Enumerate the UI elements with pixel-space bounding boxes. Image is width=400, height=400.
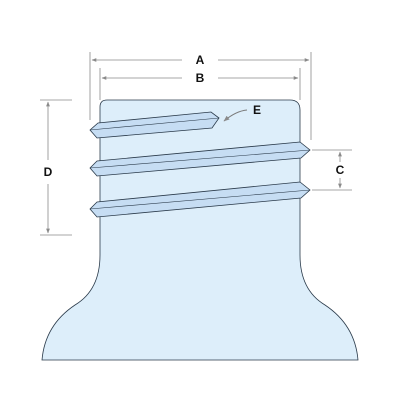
thread-top-lug-ridge — [89, 117, 220, 131]
label-a: A — [196, 53, 205, 67]
label-e: E — [253, 103, 261, 117]
thread-bottom-ridge — [89, 189, 311, 210]
callout-e: E — [223, 103, 261, 122]
label-d: D — [44, 165, 53, 179]
dimension-d: D — [40, 99, 72, 236]
dimension-a: A — [89, 52, 312, 140]
label-c: C — [336, 163, 345, 177]
dimension-c: C — [312, 149, 352, 191]
thread-middle-ridge — [89, 149, 311, 169]
label-b: B — [196, 71, 205, 85]
dimension-b: B — [99, 68, 301, 100]
